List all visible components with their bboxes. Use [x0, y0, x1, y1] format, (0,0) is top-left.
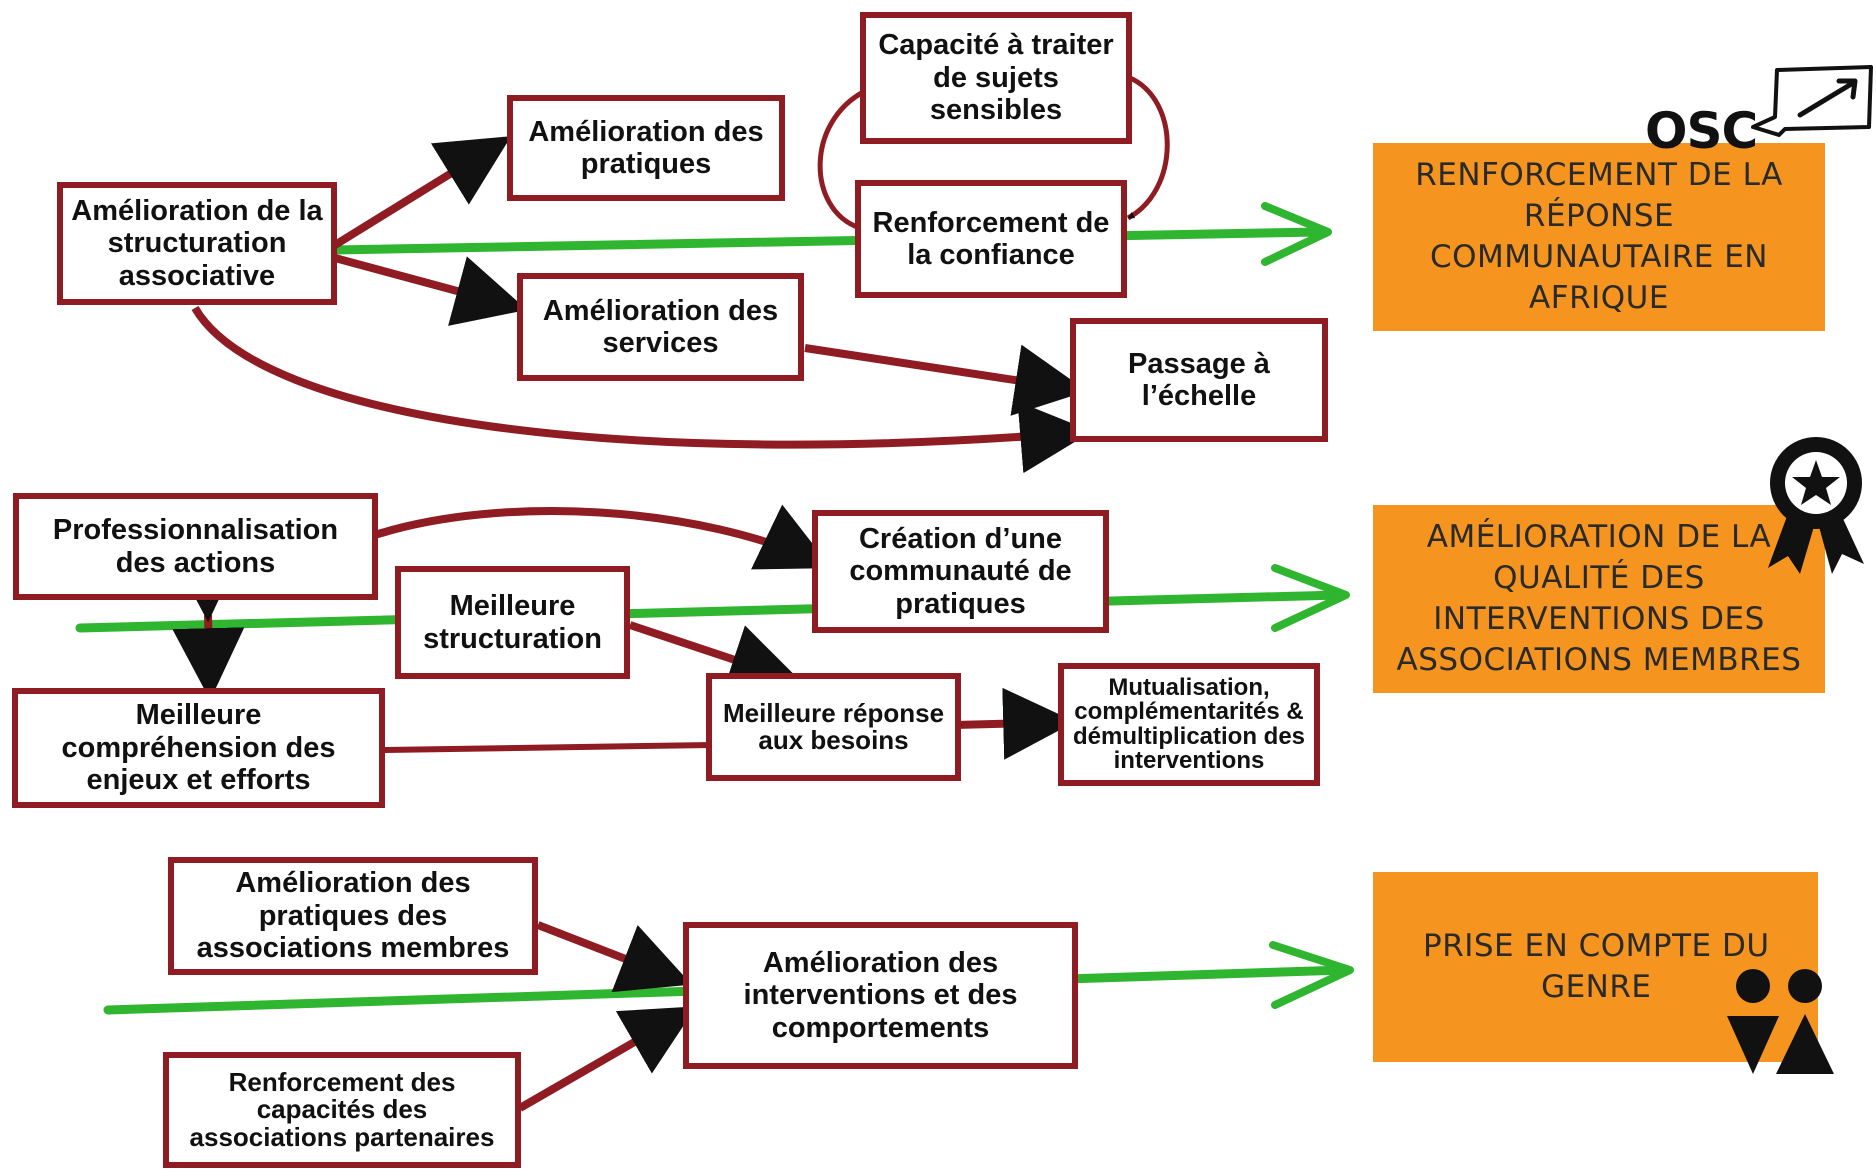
node-professionnalisation: Professionnalisation des actions: [13, 493, 378, 600]
edge-pratiques-interventions: [536, 921, 692, 993]
node-pratiques: Amélioration des pratiques: [507, 95, 785, 201]
node-reponse: Meilleure réponse aux besoins: [706, 673, 961, 781]
node-services-label: Amélioration des services: [542, 294, 779, 359]
edge-services-passage: [804, 344, 1088, 416]
node-capacite: Capacité à traiter de sujets sensibles: [860, 12, 1132, 144]
edge-structuration-reponse: [628, 621, 802, 694]
node-pratiques-membres-label: Amélioration des pratiques des associati…: [196, 867, 510, 965]
node-mutualisation-label: Mutualisation, complémentarités & démult…: [1072, 673, 1306, 774]
outcome-genre-label: PRISE EN COMPTE DU GENRE: [1423, 928, 1770, 1005]
node-structuration: Amélioration de la structuration associa…: [57, 182, 337, 305]
edge-comprehension-reponse: [384, 742, 713, 753]
node-creation-label: Création d’une communauté de pratiques: [849, 522, 1072, 620]
gender-people-icon: [1727, 969, 1834, 1074]
edge-capacites-interventions: [518, 1006, 697, 1112]
node-comprehension-label: Meilleure compréhension des enjeux et ef…: [61, 699, 336, 797]
edge-capacite-confiance: [1126, 75, 1170, 221]
node-pratiques-label: Amélioration des pratiques: [528, 115, 764, 180]
main-arrow-row1-head: [1261, 202, 1332, 266]
award-ribbon-icon: [1768, 437, 1864, 574]
osc-logo-text: OSC: [1645, 102, 1758, 160]
edge-professionnalisation-creation: [373, 504, 832, 570]
edge-structuration-pratiques: [332, 136, 512, 249]
node-services: Amélioration des services: [517, 273, 804, 381]
node-reponse-label: Meilleure réponse aux besoins: [722, 697, 945, 755]
edge-structuration-services: [333, 254, 527, 326]
outcome-qualite-label: AMÉLIORATION DE LA QUALITÉ DES INTERVENT…: [1396, 519, 1802, 678]
node-pratiques-membres: Amélioration des pratiques des associati…: [168, 857, 538, 975]
node-capacites-partenaires-label: Renforcement des capacités des associati…: [189, 1067, 495, 1152]
node-interventions-label: Amélioration des interventions et des co…: [743, 946, 1018, 1044]
main-arrow-row1: [330, 227, 1325, 255]
edge-professionnalisation-comprehension: [170, 549, 245, 701]
outcome-renforcement-label: RENFORCEMENT DE LA RÉPONSE COMMUNAUTAIRE…: [1415, 157, 1783, 316]
node-structuration-label: Amélioration de la structuration associa…: [71, 194, 323, 292]
node-passage-label: Passage à l’échelle: [1128, 347, 1270, 412]
node-comprehension: Meilleure compréhension des enjeux et ef…: [12, 688, 385, 808]
node-meilleure-structuration: Meilleure structuration: [395, 566, 630, 679]
node-mutualisation: Mutualisation, complémentarités & démult…: [1058, 663, 1320, 786]
node-capacites-partenaires: Renforcement des capacités des associati…: [163, 1052, 521, 1168]
main-arrow-row2: [75, 590, 1345, 633]
node-interventions: Amélioration des interventions et des co…: [683, 922, 1078, 1069]
node-capacite-label: Capacité à traiter de sujets sensibles: [878, 29, 1114, 127]
osc-chat-growth-icon: [1751, 65, 1873, 137]
outcome-qualite: AMÉLIORATION DE LA QUALITÉ DES INTERVENT…: [1373, 505, 1825, 693]
node-confiance-label: Renforcement de la confiance: [872, 206, 1110, 271]
outcome-renforcement: RENFORCEMENT DE LA RÉPONSE COMMUNAUTAIRE…: [1373, 143, 1825, 331]
node-passage: Passage à l’échelle: [1070, 318, 1328, 442]
node-creation: Création d’une communauté de pratiques: [812, 510, 1109, 633]
main-arrow-row3-head: [1269, 941, 1354, 1009]
node-meilleure-structuration-label: Meilleure structuration: [423, 590, 602, 655]
edge-reponse-mutualisation: [889, 687, 1076, 763]
node-confiance: Renforcement de la confiance: [855, 180, 1127, 298]
edge-confiance-capacite: [817, 85, 873, 231]
main-arrow-row2-head: [1271, 564, 1350, 632]
node-professionnalisation-label: Professionnalisation des actions: [52, 514, 339, 579]
edge-structuration-passage: [191, 305, 1093, 474]
